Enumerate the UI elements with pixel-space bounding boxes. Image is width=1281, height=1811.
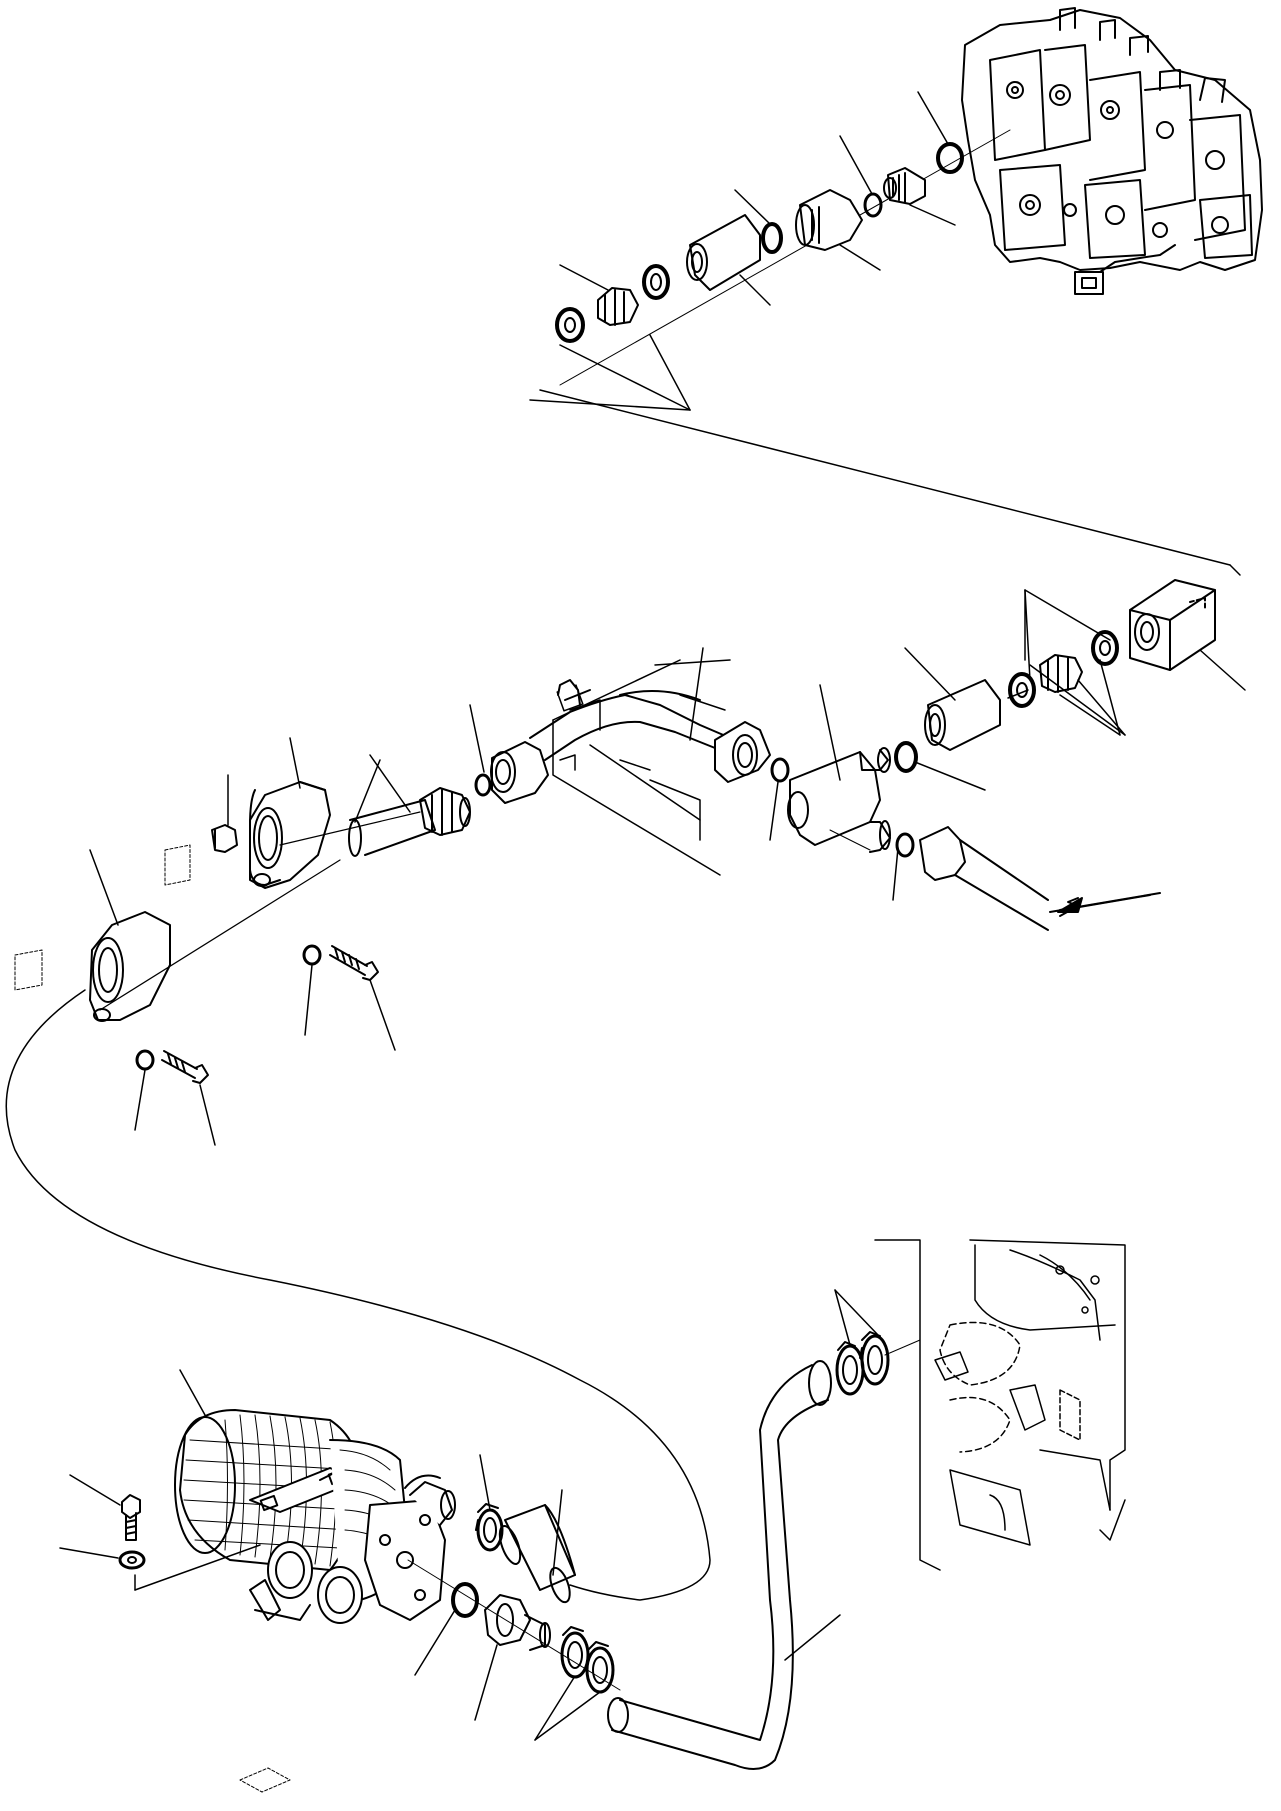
mount-plate-marker bbox=[15, 845, 290, 1792]
assembly-connector-line bbox=[540, 390, 1230, 565]
control-valve-block bbox=[962, 8, 1262, 294]
tube-nut-right bbox=[715, 722, 770, 782]
washer bbox=[1017, 683, 1027, 697]
suction-hose bbox=[608, 1361, 831, 1769]
connector-block bbox=[1130, 580, 1215, 670]
threaded-connector bbox=[349, 788, 470, 856]
washer bbox=[128, 1557, 136, 1563]
hose-clamp bbox=[587, 1642, 613, 1692]
bulkhead-plate-lower bbox=[90, 912, 170, 1021]
bolt bbox=[304, 946, 378, 980]
bolt bbox=[122, 1495, 140, 1540]
o-ring bbox=[897, 834, 913, 856]
tee-fitting bbox=[788, 748, 890, 852]
top-leader-lines bbox=[530, 92, 955, 410]
washer bbox=[1100, 641, 1110, 655]
assembly-connector-line bbox=[885, 1340, 920, 1355]
arrow-head-icon bbox=[1058, 898, 1082, 912]
engine-leader-lines bbox=[785, 1290, 878, 1660]
o-ring bbox=[453, 1584, 477, 1616]
thin-hose bbox=[6, 812, 710, 1600]
engine-housing bbox=[875, 1240, 1125, 1570]
short-hose bbox=[496, 1505, 575, 1605]
o-ring bbox=[476, 775, 490, 795]
o-ring bbox=[772, 759, 788, 781]
o-ring bbox=[896, 743, 916, 771]
hose-clamp bbox=[476, 1504, 502, 1550]
washer bbox=[1093, 632, 1117, 664]
bulkhead-plate-upper bbox=[250, 782, 330, 888]
inlet-hose bbox=[920, 827, 1150, 930]
tube-nut-left bbox=[491, 742, 548, 803]
mid-leader-lines bbox=[90, 565, 1245, 1145]
spacer bbox=[212, 825, 237, 852]
hose-fitting bbox=[485, 1595, 550, 1650]
bolt bbox=[137, 1051, 208, 1083]
hose-clamp bbox=[837, 1342, 863, 1394]
pump-body bbox=[175, 1410, 455, 1623]
hose-clamp bbox=[562, 1627, 588, 1677]
top-fittings-stack bbox=[557, 130, 1010, 385]
bent-tube bbox=[530, 691, 735, 760]
assembly-connector-line bbox=[830, 830, 870, 850]
hose-clamp bbox=[860, 1332, 888, 1384]
washer bbox=[120, 1552, 144, 1568]
hose-bracket bbox=[558, 680, 590, 705]
pump-leader-lines bbox=[60, 1370, 600, 1740]
nipple bbox=[1040, 655, 1082, 692]
washer bbox=[1010, 674, 1034, 706]
assembly-connector-line bbox=[408, 1560, 620, 1690]
sleeve bbox=[925, 680, 1000, 750]
